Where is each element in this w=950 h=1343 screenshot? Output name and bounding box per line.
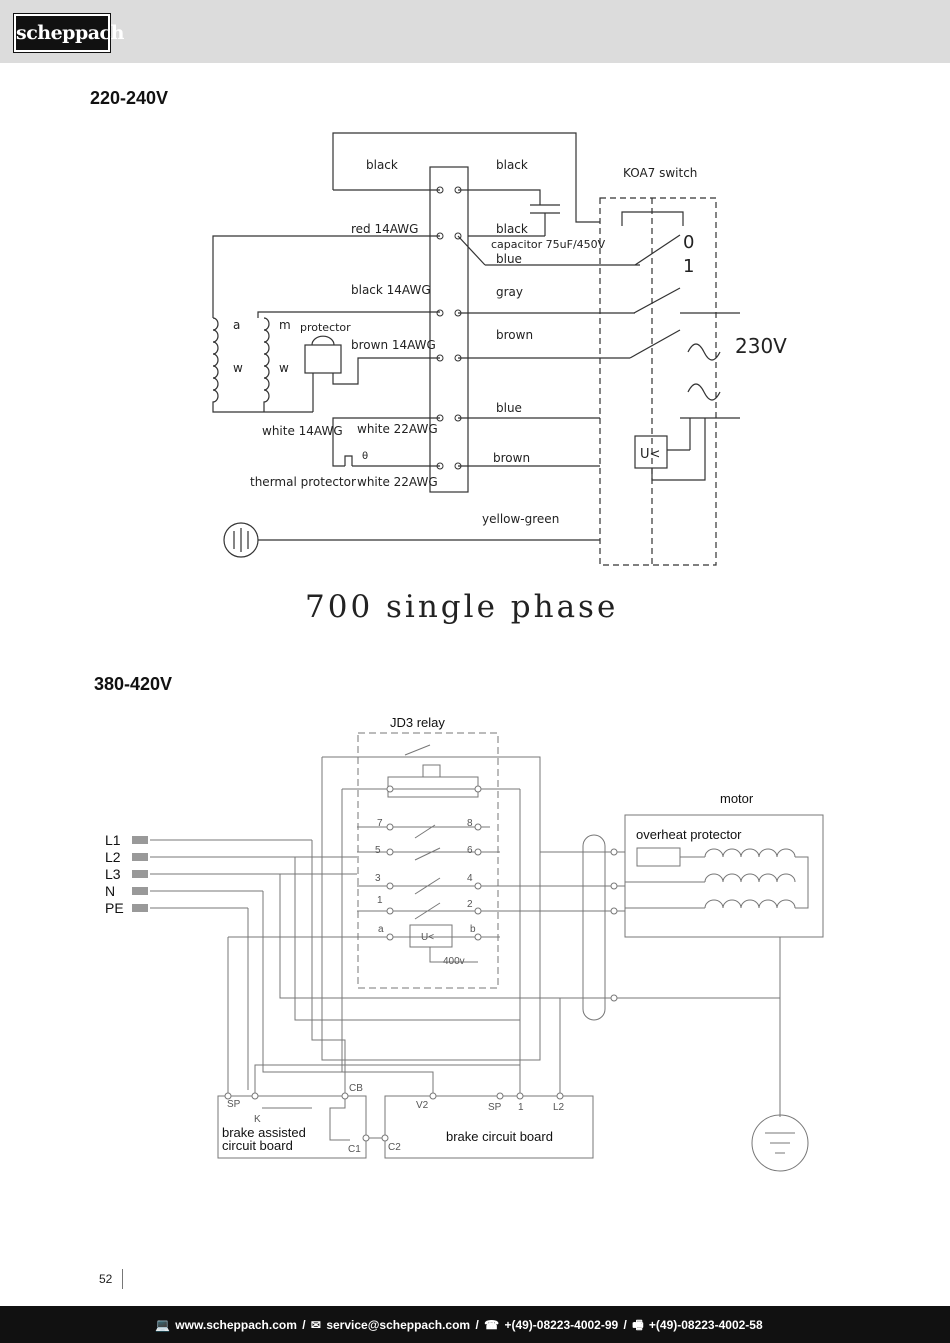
page-footer: 💻 www.scheppach.com / ✉ service@scheppac…: [0, 1306, 950, 1343]
terminal-5: 5: [375, 845, 381, 856]
relay-terminals: [224, 785, 618, 1142]
label-white-22awg: white 22AWG: [357, 475, 438, 489]
terminal-7: 7: [377, 818, 383, 829]
mail-icon: ✉: [310, 1318, 321, 1332]
label-capacitor: capacitor 75uF/450V: [491, 238, 606, 251]
section-title-220v: 220-240V: [90, 88, 169, 108]
wiring-diagrams: black black KOA7 switch red 14AWG black …: [105, 132, 824, 1172]
board-l2: L2: [553, 1102, 565, 1113]
label-uk: U<: [640, 447, 660, 462]
supply-label-l3: L3: [105, 866, 121, 882]
terminal-block: [429, 166, 469, 493]
footer-fax: +(49)-08223-4002-58: [648, 1318, 763, 1332]
terminal-4: 4: [467, 873, 473, 884]
supply-label-l1: L1: [105, 832, 121, 848]
label-yellow-green: yellow-green: [482, 512, 559, 526]
footer-contact: 💻 www.scheppach.com / ✉ service@scheppac…: [155, 1316, 765, 1337]
footer-email[interactable]: service@scheppach.com: [326, 1318, 471, 1332]
label-brake-circuit-board: brake circuit board: [446, 1129, 553, 1144]
label-blue: blue: [496, 401, 522, 415]
board-1: 1: [518, 1102, 524, 1113]
terminal-labels: 7 8 5 6 3 4 1 2 a b U< 400v SP K CB C1 C…: [227, 818, 565, 1155]
terminal-8: 8: [467, 818, 473, 829]
terminal-6: 6: [467, 845, 473, 856]
supply-label-n: N: [105, 883, 115, 899]
board-cb: CB: [349, 1083, 363, 1094]
label-coil-a: a: [233, 318, 240, 332]
label-coil-w: w: [233, 361, 243, 375]
label-black-14awg: black 14AWG: [351, 283, 431, 297]
label-blue: blue: [496, 252, 522, 266]
label-black: black: [496, 158, 528, 172]
relay-400v: 400v: [443, 956, 465, 967]
computer-icon: 💻: [155, 1318, 170, 1332]
label-gray: gray: [496, 285, 523, 299]
footer-phone: +(49)-08223-4002-99: [504, 1318, 619, 1332]
label-white-22awg: white 22AWG: [357, 422, 438, 436]
board-k: K: [254, 1114, 261, 1125]
label-switch-1: 1: [683, 256, 694, 277]
fax-icon: 🖷: [632, 1318, 644, 1332]
section-title-380v: 380-420V: [94, 674, 173, 694]
footer-separator: /: [623, 1318, 627, 1332]
label-coil-m: m: [279, 318, 291, 332]
board-c1: C1: [348, 1144, 361, 1155]
supply-plugs: [132, 836, 148, 912]
label-koa7-switch: KOA7 switch: [623, 166, 697, 180]
supply-label-pe: PE: [105, 900, 124, 916]
page-number: 52: [99, 1272, 113, 1286]
diagram-220v-lines: [212, 132, 740, 566]
label-brown-14awg: brown 14AWG: [351, 338, 436, 352]
terminal-a: a: [378, 924, 384, 935]
board-v2: V2: [416, 1100, 429, 1111]
diagram-caption: 700 single phase: [305, 589, 618, 625]
terminal-1: 1: [377, 895, 383, 906]
terminal-3: 3: [375, 873, 381, 884]
label-switch-0: 0: [683, 232, 694, 253]
label-brake-assisted: brake assisted: [222, 1125, 306, 1140]
relay-uk: U<: [421, 932, 434, 943]
label-brown: brown: [493, 451, 530, 465]
supply-label-l2: L2: [105, 849, 121, 865]
label-overheat-protector: overheat protector: [636, 827, 742, 842]
label-brake-assisted-board: circuit board: [222, 1138, 293, 1153]
label-230v: 230V: [735, 334, 787, 358]
label-white-14awg: white 14AWG: [262, 424, 343, 438]
board-sp: SP: [227, 1099, 241, 1110]
label-protector: protector: [300, 321, 351, 334]
label-jd3-relay: JD3 relay: [390, 715, 445, 730]
terminal-b: b: [470, 924, 476, 935]
label-red-14awg: red 14AWG: [351, 222, 418, 236]
scheppach-logo: scheppach: [14, 14, 124, 52]
footer-website[interactable]: www.scheppach.com: [175, 1318, 297, 1332]
label-thermal-protector: thermal protector: [250, 475, 356, 489]
label-theta: θ: [362, 451, 368, 462]
board-c2: C2: [388, 1142, 401, 1153]
phone-icon: ☎: [484, 1318, 500, 1332]
footer-separator: /: [302, 1318, 306, 1332]
label-coil-w: w: [279, 361, 289, 375]
terminal-2: 2: [467, 899, 473, 910]
page-number-divider: [122, 1269, 123, 1289]
label-motor: motor: [720, 791, 754, 806]
terminal-screws: [436, 186, 462, 470]
label-black: black: [496, 222, 528, 236]
board-sp-right: SP: [488, 1102, 502, 1113]
page-header: scheppach: [0, 0, 950, 63]
label-black: black: [366, 158, 398, 172]
label-brown: brown: [496, 328, 533, 342]
footer-separator: /: [475, 1318, 479, 1332]
